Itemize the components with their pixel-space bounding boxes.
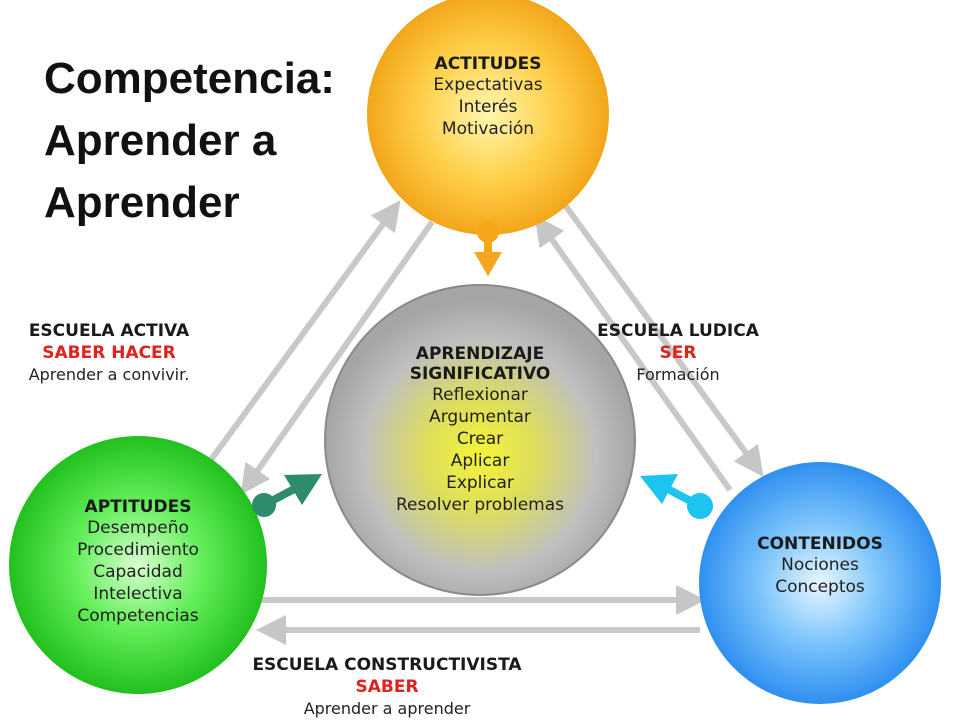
aptitudes-item: Procedimiento bbox=[77, 540, 199, 560]
escuela-constructivista-desc: Aprender a aprender bbox=[303, 699, 471, 718]
cyan-pin-arrow bbox=[640, 474, 713, 519]
actitudes-item: Interés bbox=[458, 97, 518, 117]
aprendizaje-item: Argumentar bbox=[429, 407, 531, 427]
escuela-activa-block: ESCUELA ACTIVA SABER HACER Aprender a co… bbox=[14, 320, 204, 386]
title-line: Aprender a bbox=[44, 116, 277, 165]
aprendizaje-item: Aplicar bbox=[450, 451, 510, 471]
aptitudes-item: Capacidad bbox=[93, 562, 183, 582]
arrow-aptitudes-to-actitudes bbox=[202, 200, 401, 470]
actitudes-label: ACTITUDES Expectativas Interés Motivació… bbox=[398, 54, 578, 140]
aprendizaje-item: Reflexionar bbox=[432, 385, 528, 405]
escuela-ludica-focus: SER bbox=[659, 343, 697, 363]
green-pin-arrow bbox=[252, 474, 322, 517]
aptitudes-circle bbox=[9, 436, 267, 694]
contenidos-item: Nociones bbox=[781, 555, 859, 575]
aprendizaje-label: APRENDIZAJE SIGNIFICATIVO Reflexionar Ar… bbox=[370, 344, 590, 516]
page-title: Competencia: Aprender a Aprender bbox=[44, 48, 335, 234]
contenidos-circle bbox=[699, 462, 941, 704]
escuela-activa-focus: SABER HACER bbox=[42, 343, 176, 363]
aprendizaje-item: Crear bbox=[456, 429, 504, 449]
escuela-ludica-block: ESCUELA LUDICA SER Formación bbox=[588, 320, 768, 386]
actitudes-heading: ACTITUDES bbox=[434, 54, 542, 74]
aptitudes-item: Competencias bbox=[77, 606, 199, 626]
orange-pin-arrow bbox=[474, 221, 502, 276]
actitudes-item: Expectativas bbox=[433, 75, 543, 95]
aprendizaje-circle bbox=[324, 284, 636, 596]
contenidos-label: CONTENIDOS Nociones Conceptos bbox=[730, 534, 910, 598]
contenidos-item: Conceptos bbox=[775, 577, 865, 597]
actitudes-circle bbox=[367, 0, 609, 235]
title-line: Aprender bbox=[44, 178, 240, 227]
aprendizaje-heading: APRENDIZAJE bbox=[415, 344, 545, 364]
escuela-constructivista-focus: SABER bbox=[355, 677, 419, 697]
escuela-activa-name: ESCUELA ACTIVA bbox=[28, 321, 190, 341]
arrow-contenidos-to-actitudes bbox=[534, 215, 733, 492]
aprendizaje-item: Explicar bbox=[446, 473, 514, 493]
connector-arrows bbox=[202, 200, 764, 645]
title-line: Competencia: bbox=[44, 54, 335, 103]
escuela-activa-desc: Aprender a convivir. bbox=[28, 365, 190, 384]
aptitudes-item: Intelectiva bbox=[93, 584, 183, 604]
aptitudes-item: Desempeño bbox=[87, 518, 189, 538]
escuela-constructivista-block: ESCUELA CONSTRUCTIVISTA SABER Aprender a… bbox=[232, 654, 542, 720]
arrow-actitudes-to-aptitudes bbox=[240, 220, 435, 495]
escuela-ludica-desc: Formación bbox=[636, 365, 720, 384]
actitudes-item: Motivación bbox=[441, 119, 535, 139]
aprendizaje-heading: SIGNIFICATIVO bbox=[409, 364, 551, 384]
escuela-constructivista-name: ESCUELA CONSTRUCTIVISTA bbox=[252, 655, 522, 675]
arrow-actitudes-to-contenidos bbox=[562, 203, 764, 477]
aptitudes-label: APTITUDES Desempeño Procedimiento Capaci… bbox=[48, 497, 228, 627]
aprendizaje-item: Resolver problemas bbox=[395, 495, 565, 515]
contenidos-heading: CONTENIDOS bbox=[757, 534, 883, 554]
aptitudes-heading: APTITUDES bbox=[84, 497, 192, 517]
escuela-ludica-name: ESCUELA LUDICA bbox=[597, 321, 759, 341]
